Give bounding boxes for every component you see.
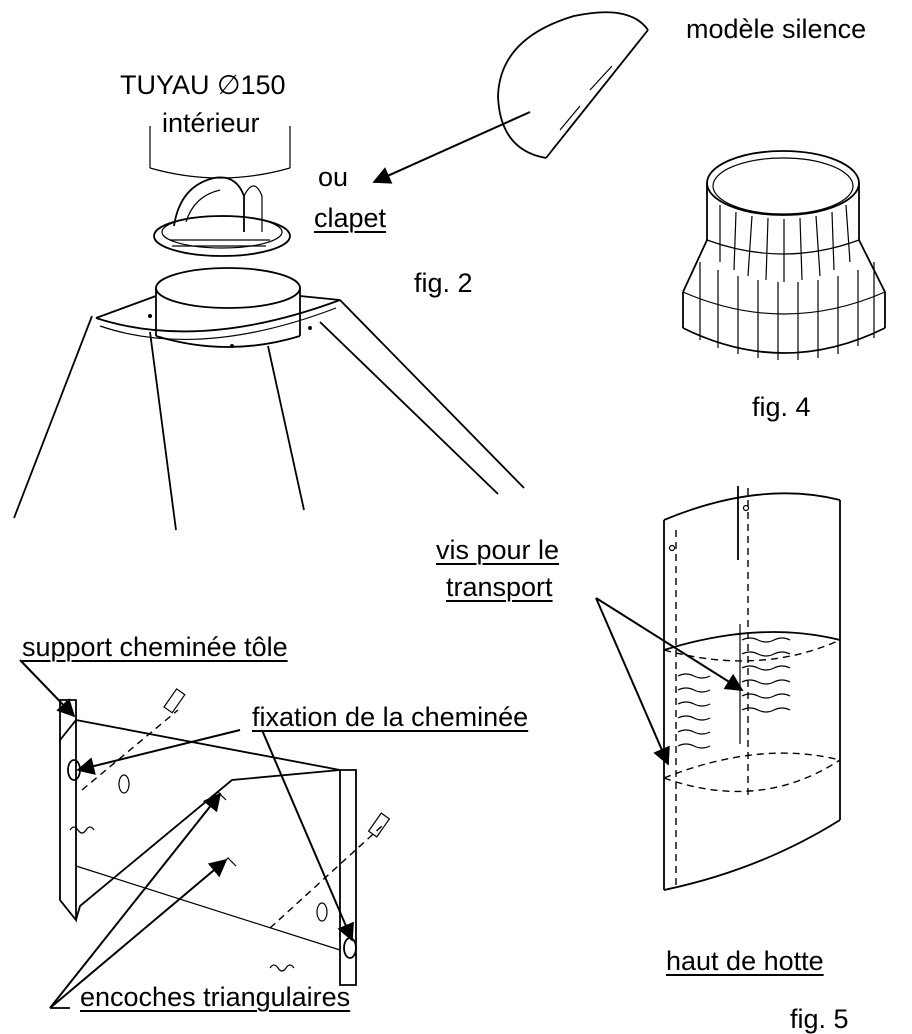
label-fixation: fixation de la cheminée (252, 702, 529, 732)
label-clapet: clapet (314, 203, 387, 233)
arrow-vis-right (595, 597, 744, 691)
silence-damper-dome (497, 11, 649, 159)
reducer-fig4 (682, 150, 886, 360)
arrow-vis-left (595, 597, 670, 766)
label-encoches: encoches triangulaires (80, 982, 351, 1012)
label-modele-silence: modèle silence (686, 14, 867, 44)
upper-chimney-fig5 (663, 486, 841, 891)
label-ou: ou (318, 162, 349, 192)
hood-top-plate (95, 295, 341, 348)
arrow-support (19, 659, 76, 718)
label-fig2: fig. 2 (414, 268, 473, 298)
label-fig5: fig. 5 (790, 1004, 849, 1034)
damper-clapet (153, 176, 291, 257)
label-haut-de-hotte: haut de hotte (666, 946, 824, 976)
label-support-cheminee: support cheminée tôle (22, 632, 288, 662)
hood-collar (155, 267, 301, 348)
arrow-encoche-2 (49, 858, 228, 1009)
label-vis-pour-le: vis pour le (436, 535, 560, 565)
label-transport: transport (446, 572, 553, 602)
arrow-fixation-left (76, 729, 241, 775)
arrow-encoche-1 (49, 792, 222, 1009)
label-tuyau: TUYAU ∅150 (120, 70, 286, 100)
arrow-fixation-right (261, 729, 354, 942)
hood-body (13, 299, 525, 531)
chimney-support-bracket (59, 699, 357, 986)
arrow-silence-to-clapet (372, 111, 531, 184)
label-interieur: intérieur (162, 108, 260, 138)
label-fig4: fig. 4 (752, 392, 811, 422)
